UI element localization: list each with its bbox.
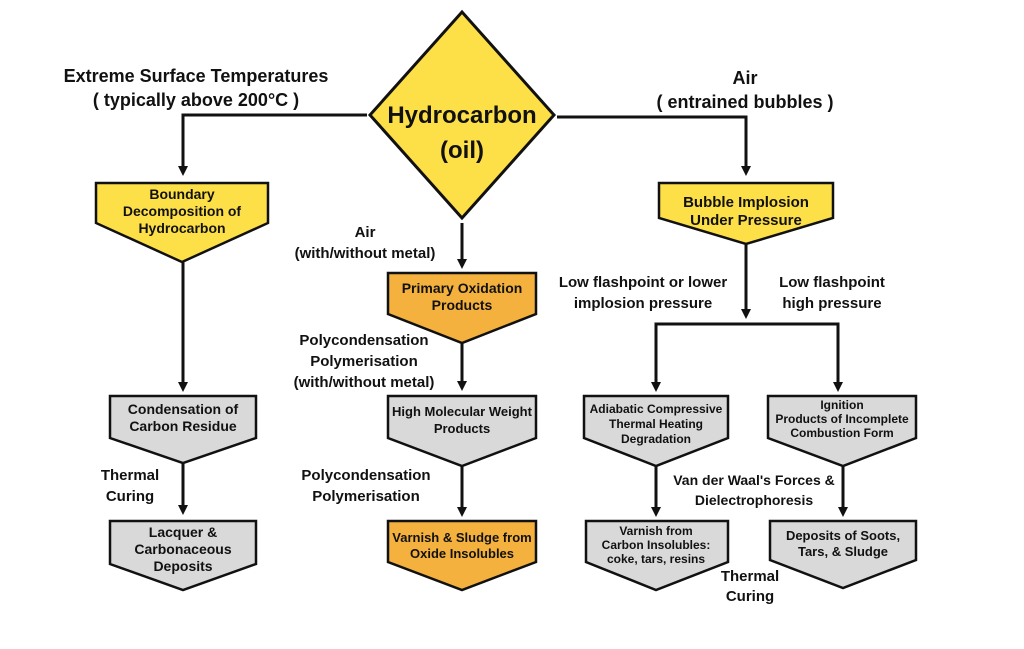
node-shape xyxy=(582,394,730,468)
deposits-soots-tars-sludge-node: Deposits of Soots, Tars, & Sludge xyxy=(768,519,918,590)
node-label: coke, tars, resins xyxy=(607,552,705,566)
node-label: Polycondensation xyxy=(299,332,428,349)
node-label: Combustion Form xyxy=(790,426,893,440)
connectors xyxy=(178,113,848,517)
van-der-waals-label: Van der Waal's Forces & Dielectrophoresi… xyxy=(673,472,835,508)
node-label: Deposits of Soots, xyxy=(786,528,900,543)
arrow-center-to-right xyxy=(557,115,751,176)
node-label: high pressure xyxy=(782,295,881,312)
hydrocarbon-diamond xyxy=(367,9,557,221)
middle-polycondensation-label-1: Polycondensation Polymerisation (with/wi… xyxy=(294,332,435,391)
varnish-sludge-oxide-node: Varnish & Sludge from Oxide Insolubles xyxy=(386,519,538,592)
high-molecular-weight-node: High Molecular Weight Products xyxy=(386,394,538,468)
node-label: Dielectrophoresis xyxy=(695,492,813,508)
node-label: Tars, & Sludge xyxy=(798,544,888,559)
node-label: Curing xyxy=(726,588,774,605)
node-label: Thermal xyxy=(721,568,779,585)
ignition-incomplete-combustion-node: Ignition Products of Incomplete Combusti… xyxy=(766,394,918,468)
node-label: ( entrained bubbles ) xyxy=(656,92,833,112)
node-label: Deposits xyxy=(153,558,212,574)
primary-oxidation-node: Primary Oxidation Products xyxy=(386,271,538,345)
node-label: Van der Waal's Forces & xyxy=(673,472,835,488)
extreme-temp-sublabel: ( typically above 200°C ) xyxy=(93,90,299,110)
node-shape xyxy=(108,394,258,465)
node-label: Decomposition of xyxy=(123,203,242,219)
middle-polycondensation-label-2: Polycondensation Polymerisation xyxy=(301,467,430,505)
node-label: Varnish from xyxy=(619,524,692,538)
node-label: Polymerisation xyxy=(312,488,420,505)
node-label: Thermal xyxy=(101,467,159,484)
node-label: Low flashpoint xyxy=(779,274,885,291)
hydrocarbon-subtitle: (oil) xyxy=(440,137,484,164)
extreme-temp-label: Extreme Surface Temperatures xyxy=(64,66,329,86)
split-left xyxy=(651,322,746,392)
node-label: Products xyxy=(432,297,493,313)
node-label: Products of Incomplete xyxy=(775,412,909,426)
node-shape xyxy=(94,181,270,264)
node-shape xyxy=(386,271,538,345)
node-label: Carbonaceous xyxy=(134,541,231,557)
node-label: Primary Oxidation xyxy=(402,280,523,296)
node-label: Varnish & Sludge from xyxy=(392,530,531,545)
node-label: Lacquer & xyxy=(149,524,217,540)
node-label: Adiabatic Compressive xyxy=(590,402,723,416)
node-shape xyxy=(766,394,918,468)
low-flashpoint-high-label: Low flashpoint high pressure xyxy=(779,274,885,312)
node-label: Thermal Heating xyxy=(609,417,703,431)
node-label: (with/without metal) xyxy=(294,374,435,391)
node-label: Boundary xyxy=(149,186,215,202)
bubble-implosion-node: Bubble Implosion Under Pressure xyxy=(657,181,835,246)
node-shape xyxy=(386,519,538,592)
node-label: Oxide Insolubles xyxy=(410,546,514,561)
lacquer-carbonaceous-deposits-node: Lacquer & Carbonaceous Deposits xyxy=(108,519,258,592)
split-right xyxy=(746,322,843,392)
node-label: Hydrocarbon xyxy=(138,220,225,236)
node-label: Ignition xyxy=(820,398,863,412)
node-label: Polymerisation xyxy=(310,353,418,370)
node-label: Carbon Residue xyxy=(129,418,237,434)
node-label: Polycondensation xyxy=(301,467,430,484)
adiabatic-compressive-node: Adiabatic Compressive Thermal Heating De… xyxy=(582,394,730,468)
node-label: Bubble Implosion xyxy=(683,194,809,211)
node-shape xyxy=(386,394,538,468)
hydrocarbon-title: Hydrocarbon xyxy=(387,102,536,129)
varnish-carbon-insolubles-node: Varnish from Carbon Insolubles: coke, ta… xyxy=(584,519,730,592)
node-label: Curing xyxy=(106,488,154,505)
right-thermal-curing-label: Thermal Curing xyxy=(721,568,779,605)
node-shape xyxy=(657,181,835,246)
node-shape xyxy=(584,519,730,592)
node-label: (with/without metal) xyxy=(295,245,436,262)
boundary-decomposition-node: Boundary Decomposition of Hydrocarbon xyxy=(94,181,270,264)
node-label: Degradation xyxy=(621,432,691,446)
low-flashpoint-lower-label: Low flashpoint or lower implosion pressu… xyxy=(559,274,727,312)
hydrocarbon-node: Hydrocarbon (oil) xyxy=(367,9,557,221)
node-label: Low flashpoint or lower xyxy=(559,274,727,291)
left-thermal-curing-label: Thermal Curing xyxy=(101,467,159,505)
node-label: implosion pressure xyxy=(574,295,712,312)
node-shape xyxy=(108,519,258,592)
condensation-carbon-residue-node: Condensation of Carbon Residue xyxy=(108,394,258,465)
node-label: Products xyxy=(434,421,490,436)
node-label: Air xyxy=(732,68,757,88)
left-branch-label: Extreme Surface Temperatures ( typically… xyxy=(64,66,329,110)
arrow-center-to-left xyxy=(178,113,367,176)
right-air-label: Air ( entrained bubbles ) xyxy=(656,68,833,112)
node-label: Carbon Insolubles: xyxy=(602,538,711,552)
node-label: High Molecular Weight xyxy=(392,404,533,419)
node-label: Under Pressure xyxy=(690,212,802,229)
node-shape xyxy=(768,519,918,590)
node-label: Air xyxy=(355,224,376,241)
node-label: Condensation of xyxy=(128,401,239,417)
middle-air-label: Air (with/without metal) xyxy=(295,224,436,262)
